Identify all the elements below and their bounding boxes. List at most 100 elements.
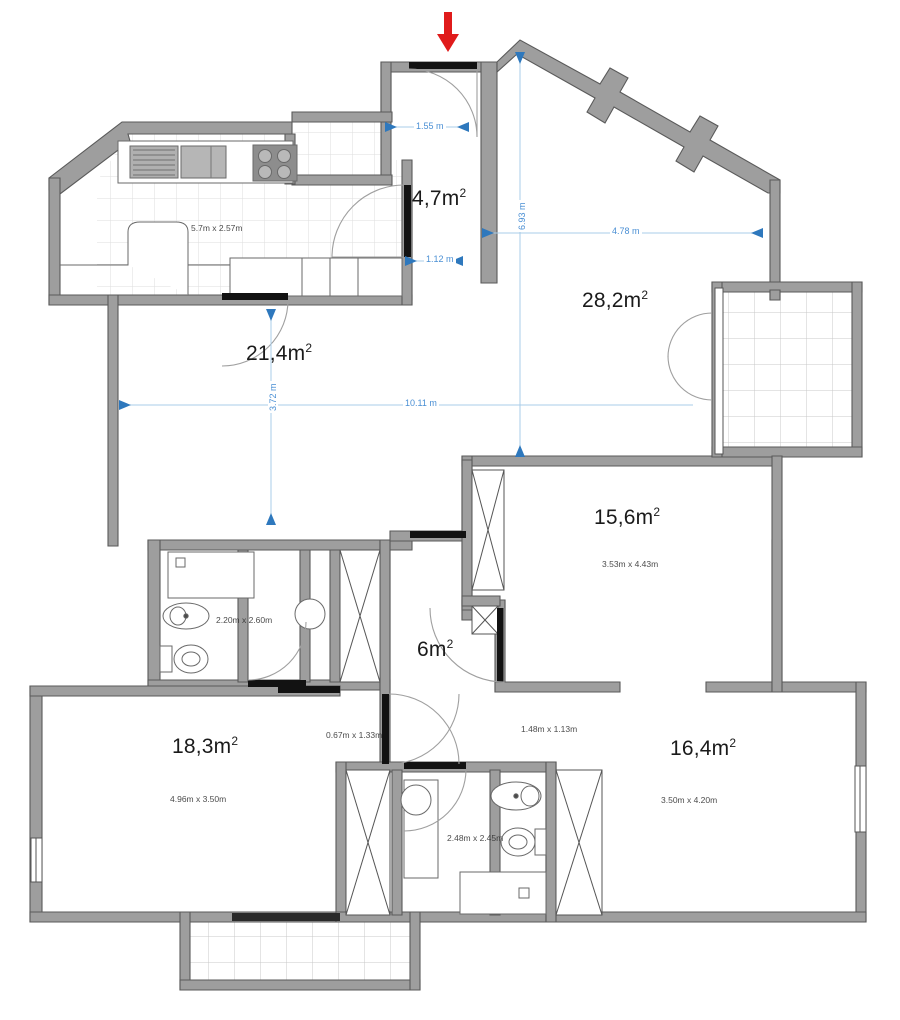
fixture-dimension-closet-lower: 1.48m x 1.13m xyxy=(521,724,578,734)
room-dimension-bedroom-3: 3.50m x 4.20m xyxy=(661,795,718,805)
kitchen-base-units xyxy=(229,257,403,297)
joinery xyxy=(30,140,867,921)
swing-corridor-south xyxy=(388,693,460,765)
bathtub-drain-upper xyxy=(175,557,186,568)
wall-hall-top-join xyxy=(291,111,393,123)
wardrobe-bathlow-right xyxy=(555,769,603,916)
door-bed2-side-leaf xyxy=(278,686,340,693)
wall-balcony-right-east xyxy=(851,281,863,458)
swing-hall-kitchen xyxy=(331,184,405,258)
wall-bed1-east xyxy=(771,455,783,693)
door-entrance-leaf xyxy=(409,62,477,69)
measurement-label-kitchen-depth: 3.72 m xyxy=(268,381,278,413)
wall-bathlow-left xyxy=(335,761,347,923)
bathtub-lower-drain xyxy=(518,887,530,899)
measurement-label-living-depth: 6.93 m xyxy=(517,200,527,232)
sink-upper xyxy=(162,602,210,630)
bathtub-lower-big xyxy=(459,871,547,915)
measurement-label-plan-width: 10.11 m xyxy=(403,398,439,408)
wall-balcony-right-top xyxy=(711,281,863,293)
sink-lower xyxy=(490,781,542,811)
wall-entry-block xyxy=(380,61,498,123)
room-area-label-bedroom-2: 18,3m2 xyxy=(172,734,239,758)
room-area-label-kitchen: 21,4m2 xyxy=(246,341,313,365)
wall-entry-right xyxy=(480,61,498,284)
swing-corridor-bed2 xyxy=(388,693,460,765)
door-corridor-bed2-leaf xyxy=(382,694,389,764)
wall-bed2-west xyxy=(29,685,43,923)
room-area-exponent: 2 xyxy=(231,734,239,748)
measurement-label-entry-width: 1.55 m xyxy=(414,121,446,131)
measurement-label-living-width: 4.78 m xyxy=(610,226,642,236)
door-bathlow-leaf xyxy=(404,762,466,769)
wall-balcony-bottom-right xyxy=(409,911,421,991)
wall-bath-upper-top xyxy=(147,539,413,551)
kitchen-sink xyxy=(180,145,227,179)
door-balcony-bottom xyxy=(232,913,340,921)
swing-bed1 xyxy=(429,607,505,683)
fixture-dimension-bathroom-upper: 2.20m x 2.60m xyxy=(216,615,273,625)
wall-balcony-bottom-left xyxy=(179,911,191,991)
closet-corridor-small xyxy=(471,605,499,635)
basin-upper-middle xyxy=(294,598,326,630)
room-dimension-kitchen: 5.7m x 2.57m xyxy=(191,223,243,233)
room-dimension-bedroom-1: 3.53m x 4.43m xyxy=(602,559,659,569)
window-balcony-door xyxy=(714,287,724,455)
wall-closet-corner xyxy=(461,595,501,607)
fixture-dimension-closet-upper: 0.67m x 1.33m xyxy=(326,730,383,740)
wall-corridor-south-stub xyxy=(494,681,621,693)
door-leaves xyxy=(222,62,504,769)
swing-bathlow xyxy=(403,768,467,832)
kitchen-island xyxy=(127,221,189,295)
hob-burner xyxy=(277,165,291,179)
wall-bath-upper-left xyxy=(147,539,161,691)
basin-lower xyxy=(400,784,432,816)
swing-bath-upper xyxy=(247,621,307,681)
room-area-label-bedroom-3: 16,4m2 xyxy=(670,736,737,760)
toilet-lower xyxy=(500,827,547,857)
measurement-label-hall-width: 1.12 m xyxy=(424,254,456,264)
room-area-exponent: 2 xyxy=(305,341,313,355)
wall-bathlow-div-left xyxy=(391,769,403,916)
wall-entry-closet-bottom xyxy=(291,174,393,186)
room-area-exponent: 2 xyxy=(459,186,467,200)
entrance-arrow xyxy=(437,12,459,52)
wall-entry-closet-left xyxy=(380,61,392,186)
room-area-label-living: 28,2m2 xyxy=(582,288,649,312)
room-area-label-bedroom-1: 15,6m2 xyxy=(594,505,661,529)
walls xyxy=(29,39,867,991)
swing-balcony-upper xyxy=(667,312,713,358)
wall-balcony-bottom-south xyxy=(179,979,421,991)
toilet-upper xyxy=(159,644,209,674)
balcony-right-floor xyxy=(722,292,862,447)
balcony-bottom-floor xyxy=(190,922,420,990)
wall-exterior-north-east xyxy=(496,39,781,194)
wardrobe-bed1-left xyxy=(471,469,505,591)
wall-balcony-right-south xyxy=(711,446,863,458)
wall-bed3-west-stub xyxy=(545,761,557,923)
room-area-label-corridor: 6m2 xyxy=(417,637,454,661)
wall-west-exterior xyxy=(107,294,119,547)
room-dimension-bedroom-2: 4.96m x 3.50m xyxy=(170,794,227,804)
room-area-exponent: 2 xyxy=(641,288,649,302)
room-area-exponent: 2 xyxy=(446,637,454,651)
entry-closet-floor xyxy=(292,122,382,185)
wardrobe-bathlow-left xyxy=(345,769,391,916)
door-hall-kitchen-leaf xyxy=(404,185,411,257)
hob-burner xyxy=(258,149,272,163)
swing-entrance xyxy=(408,68,478,138)
wall-living-east-lower xyxy=(769,289,781,301)
wall-bed3-north xyxy=(705,681,867,693)
hob-burner xyxy=(258,165,272,179)
door-bed1-leaf xyxy=(497,608,504,682)
wardrobe-upper-right xyxy=(339,549,381,683)
door-bath-upper-leaf xyxy=(248,680,306,687)
fixture-dimension-bathroom-lower: 2.48m x 2.45m xyxy=(447,833,504,843)
kitchen-appliance-radiator xyxy=(129,145,179,179)
wall-bed2-north xyxy=(29,685,341,697)
door-kitchen-leaf xyxy=(222,293,288,300)
room-area-exponent: 2 xyxy=(653,505,661,519)
wall-bath-upper-div3 xyxy=(329,549,341,683)
